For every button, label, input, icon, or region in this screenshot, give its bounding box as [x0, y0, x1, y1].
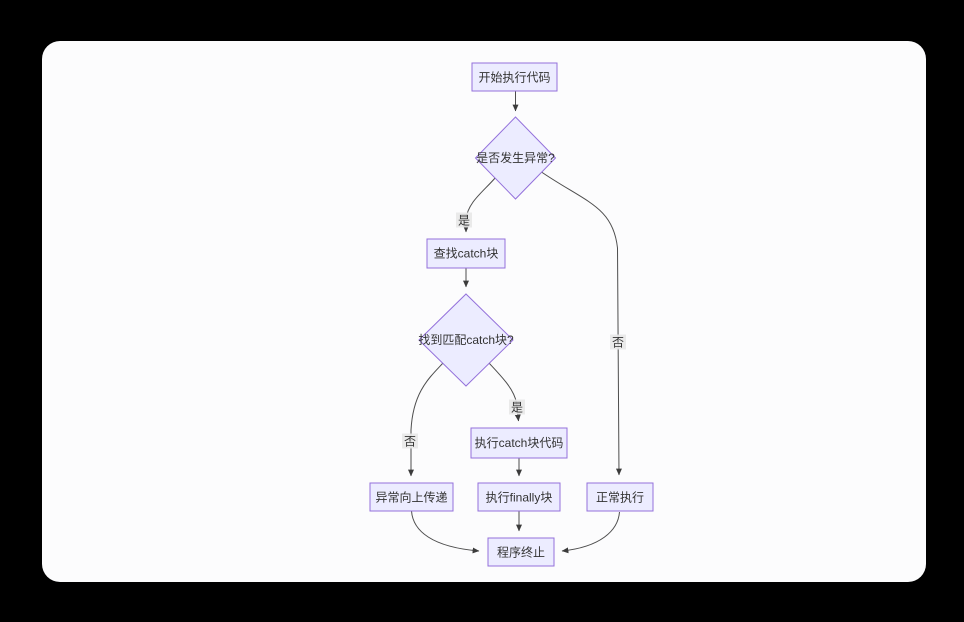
edge-label-background [402, 433, 418, 449]
node-terminate-label: 程序终止 [497, 545, 545, 560]
edge-label-background [456, 212, 472, 228]
node-propagate-up-shape [369, 482, 454, 512]
node-start-label: 开始执行代码 [478, 71, 550, 85]
node-propagate-up: 异常向上传递 [369, 482, 454, 512]
node-propagate-up-label: 异常向上传递 [375, 490, 447, 505]
edge-propagate-up-to-terminate [411, 510, 480, 554]
node-group: 开始执行代码 是否发生异常? 查找catch块 找到匹配catch块? 执行ca… [369, 62, 654, 567]
node-find-catch-label: 查找catch块 [434, 247, 499, 261]
node-match-catch: 找到匹配catch块? [418, 293, 514, 387]
edge-normal-exec-to-terminate [561, 511, 620, 554]
node-normal-exec: 正常执行 [586, 482, 654, 512]
node-exec-finally-shape [477, 482, 561, 512]
node-exec-catch-shape [470, 427, 568, 459]
node-terminate: 程序终止 [487, 537, 555, 567]
node-find-catch: 查找catch块 [426, 238, 506, 269]
node-has-exception-label: 是否发生异常? [476, 150, 555, 165]
node-has-exception-shape [474, 116, 557, 200]
edge-label-group: 是 否 是 否 [402, 212, 626, 449]
node-exec-finally-label: 执行finally块 [486, 491, 553, 505]
node-exec-finally: 执行finally块 [477, 482, 561, 512]
edge-label-text: 是 [458, 214, 470, 228]
node-terminate-shape [487, 537, 555, 567]
edge-has-exception-to-normal-exec [539, 170, 622, 476]
edge-match-catch-to-propagate-up [408, 362, 444, 477]
edge-label-yes-find-catch: 是 [456, 212, 472, 228]
edge-label-no-propagate-up: 否 [402, 433, 418, 449]
edge-label-no-normal-exec: 否 [610, 334, 626, 350]
node-start: 开始执行代码 [471, 62, 558, 92]
node-normal-exec-shape [586, 482, 654, 512]
edge-label-text: 否 [404, 435, 416, 449]
node-start-shape [471, 62, 558, 92]
node-match-catch-label: 找到匹配catch块? [418, 333, 514, 347]
edge-label-background [610, 334, 626, 350]
edge-label-background [509, 399, 525, 415]
edge-label-text: 是 [511, 401, 523, 415]
edge-group [408, 91, 622, 554]
node-has-exception: 是否发生异常? [474, 116, 557, 200]
node-exec-catch: 执行catch块代码 [470, 427, 568, 459]
edge-label-yes-exec-catch: 是 [509, 399, 525, 415]
node-find-catch-shape [426, 238, 506, 269]
node-exec-catch-label: 执行catch块代码 [475, 436, 564, 450]
edge-label-text: 否 [612, 336, 624, 350]
node-normal-exec-label: 正常执行 [596, 491, 644, 505]
node-match-catch-shape [418, 293, 514, 387]
